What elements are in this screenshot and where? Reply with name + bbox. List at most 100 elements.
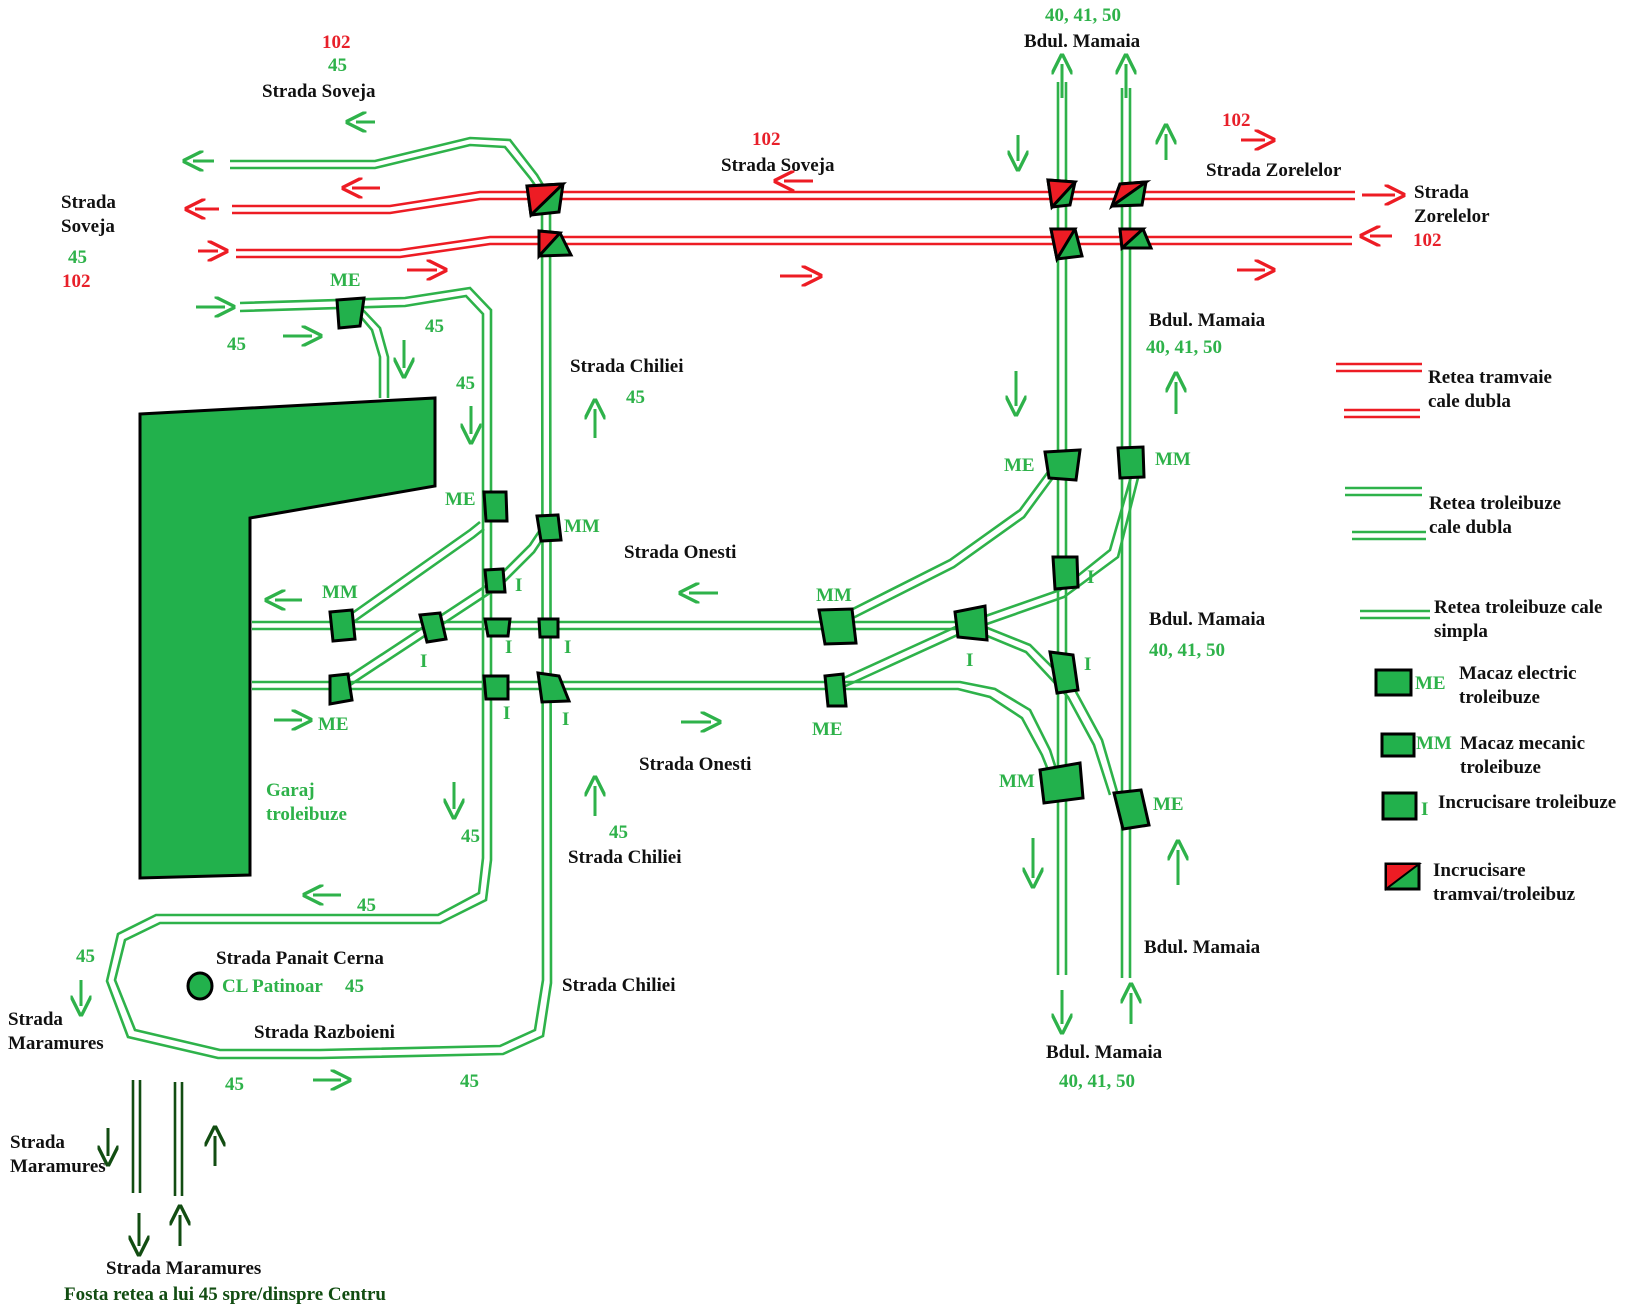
route-label: 45 — [328, 55, 347, 76]
legend-x-text: tramvai/troleibuz — [1433, 884, 1576, 905]
street-label: Zorelelor — [1414, 206, 1490, 227]
legend-i-box — [1381, 791, 1418, 821]
crossing-trolley — [483, 617, 512, 638]
crossing-tram-trolley — [525, 182, 567, 219]
route-label: 45 — [227, 334, 246, 355]
switch-label: ME — [1004, 455, 1035, 476]
street-label: Strada Zorelelor — [1206, 160, 1342, 181]
legend-trolley-single: Retea troleibuze cale — [1434, 597, 1603, 618]
street-label: Bdul. Mamaia — [1149, 310, 1266, 331]
street-label: Strada — [61, 192, 116, 213]
street-label: Strada Onesti — [639, 754, 752, 775]
street-label: Bdul. Mamaia — [1046, 1042, 1163, 1063]
legend-me-text: troleibuze — [1459, 687, 1540, 708]
garage-building — [138, 396, 437, 880]
crossing-tram-trolley — [1046, 178, 1079, 211]
legend-x-text: Incrucisare — [1433, 860, 1526, 881]
street-label: Maramures — [8, 1033, 104, 1054]
legacy-note: Fosta retea a lui 45 spre/dinspre Centru — [64, 1284, 386, 1305]
street-label: Strada — [1414, 182, 1469, 203]
legend-trolley-single: simpla — [1434, 621, 1488, 642]
switch-mm — [535, 513, 563, 543]
switch-label: MM — [1155, 449, 1191, 470]
crossing-tram-trolley — [1049, 227, 1084, 264]
direction-arrows — [81, 64, 1395, 1246]
legend-symbols — [1336, 362, 1430, 892]
switch-me — [335, 296, 366, 330]
terminus-marker — [186, 971, 214, 1001]
legend-mm-text: troleibuze — [1460, 757, 1541, 778]
switch-label: ME — [330, 270, 361, 291]
crossing-trolley — [1051, 555, 1080, 591]
route-label: 45 — [225, 1074, 244, 1095]
crossing-trolley — [537, 617, 560, 639]
legend-mm-tag: MM — [1416, 733, 1452, 754]
terminus-label: CL Patinoar — [222, 976, 323, 997]
crossing-tram-trolley — [1118, 227, 1154, 252]
switch-label: MM — [816, 585, 852, 606]
crossing-trolley — [483, 567, 507, 594]
switch-label: MM — [564, 516, 600, 537]
street-label: Bdul. Mamaia — [1144, 937, 1261, 958]
switch-mm — [328, 608, 357, 643]
crossing-label: I — [503, 703, 511, 724]
switch-mm — [817, 607, 858, 646]
switch-label: ME — [318, 714, 349, 735]
street-label: Strada Soveja — [262, 81, 376, 102]
route-label: 45 — [76, 946, 95, 967]
switch-me — [328, 672, 354, 706]
route-label: 45 — [68, 247, 87, 268]
crossing-label: I — [1084, 654, 1092, 675]
crossing-label: I — [966, 650, 974, 671]
crossing-label: I — [505, 637, 513, 658]
legend-me-text: Macaz electric — [1459, 663, 1577, 684]
crossing-trolley — [418, 611, 448, 644]
route-label: 45 — [425, 316, 444, 337]
crossing-tram-trolley — [537, 229, 574, 260]
tram-network — [232, 190, 1355, 259]
route-label: 40, 41, 50 — [1149, 640, 1225, 661]
switch-me — [1112, 788, 1151, 831]
crossing-label: I — [515, 575, 523, 596]
street-label: Strada Razboieni — [254, 1022, 395, 1043]
street-label: Soveja — [61, 216, 115, 237]
crossing-label: I — [1087, 567, 1095, 588]
legend-tram-double: cale dubla — [1428, 391, 1511, 412]
street-label: Strada Panait Cerna — [216, 948, 384, 969]
garage-label: Garaj — [266, 780, 315, 801]
crossing-label: I — [420, 651, 428, 672]
legend-i-text: Incrucisare troleibuze — [1438, 792, 1617, 813]
crossing-trolley — [1048, 650, 1080, 695]
switch-label: ME — [1153, 794, 1184, 815]
street-label: Strada — [8, 1009, 63, 1030]
route-label: 102 — [62, 271, 91, 292]
legend-i-tag: I — [1421, 799, 1429, 820]
legacy-network — [131, 1080, 184, 1196]
street-label: Strada Onesti — [624, 542, 737, 563]
switch-me — [482, 490, 509, 523]
crossing-tram-trolley — [1108, 180, 1152, 210]
legend-me-tag: ME — [1415, 673, 1446, 694]
switch-label: MM — [322, 582, 358, 603]
switch-label: ME — [812, 719, 843, 740]
street-label: Strada — [10, 1132, 65, 1153]
legend-me-box — [1374, 668, 1413, 697]
street-label: Strada Chiliei — [562, 975, 676, 996]
route-label: 40, 41, 50 — [1045, 5, 1121, 26]
street-label: Strada Chiliei — [568, 847, 682, 868]
garage-label: troleibuze — [266, 804, 347, 825]
trolleybus-network — [105, 82, 1142, 1060]
route-label: 45 — [609, 822, 628, 843]
route-label: 102 — [322, 32, 351, 53]
legend-mm-box — [1380, 732, 1416, 758]
switches — [186, 178, 1154, 1001]
crossing-label: I — [562, 709, 570, 730]
street-label: Strada Chiliei — [570, 356, 684, 377]
route-label: 45 — [626, 387, 645, 408]
switch-me — [823, 672, 848, 708]
switch-me — [1043, 448, 1082, 482]
crossing-trolley — [953, 604, 989, 642]
switch-label: MM — [999, 771, 1035, 792]
crossing-label: I — [564, 637, 572, 658]
crossing-trolley — [482, 674, 510, 701]
